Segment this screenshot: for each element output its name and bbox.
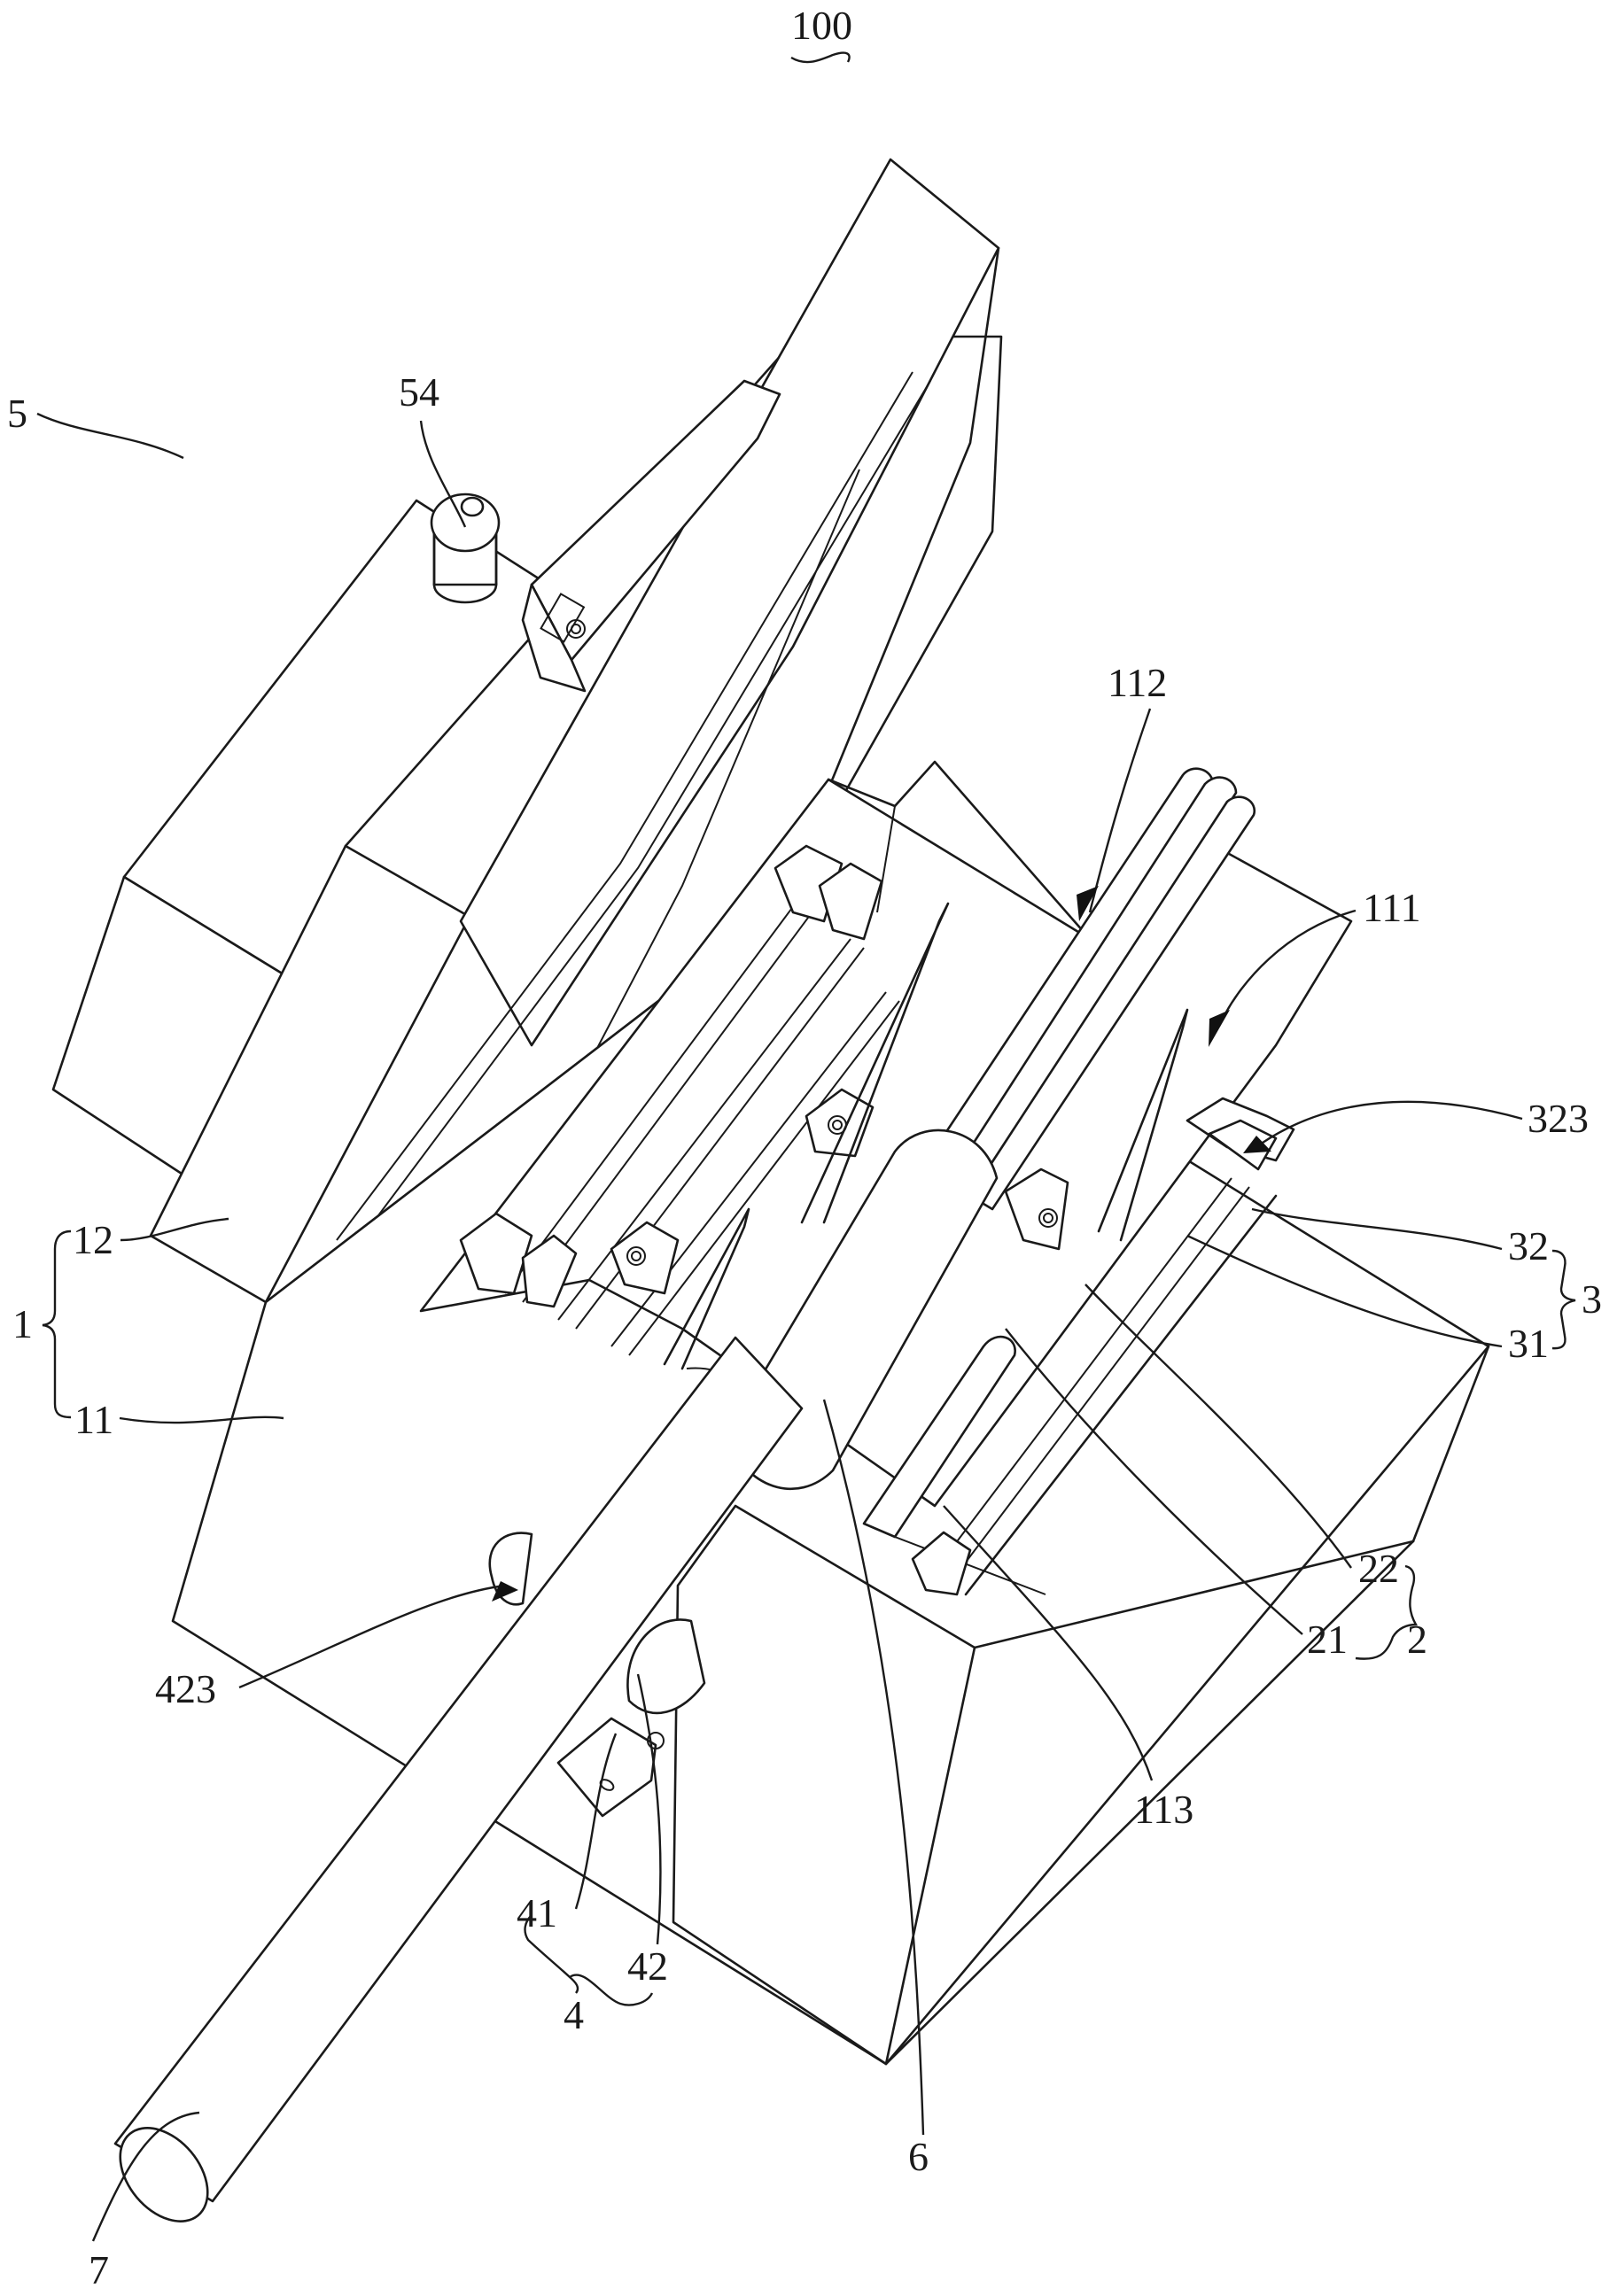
leader-12 — [120, 1217, 229, 1242]
label-32: 32 — [1508, 1223, 1549, 1268]
label-21: 21 — [1307, 1617, 1348, 1662]
brace-group-2 — [1355, 1564, 1419, 1660]
component-5-housing — [51, 499, 578, 1175]
upper-plate — [336, 158, 1000, 1254]
label-54: 54 — [399, 369, 439, 415]
assembly-reference-label: 100 — [791, 3, 852, 48]
rod-113 — [862, 1335, 1046, 1595]
label-5: 5 — [7, 391, 27, 436]
leader-lines — [36, 412, 1523, 2242]
leader-54 — [419, 420, 467, 528]
label-2: 2 — [1407, 1617, 1427, 1662]
label-111: 111 — [1363, 885, 1421, 930]
arrowheads — [492, 886, 1271, 1602]
leader-41 — [574, 1733, 618, 1910]
label-42: 42 — [627, 1943, 668, 1989]
right-rails — [911, 1097, 1295, 1596]
label-113: 113 — [1134, 1787, 1193, 1832]
leader-31 — [1186, 1234, 1503, 1348]
arrow-423-icon — [492, 1581, 518, 1602]
reference-labels: 54 5 12 1 11 112 111 323 32 3 31 22 21 2… — [7, 369, 1602, 2292]
leader-5 — [36, 412, 184, 460]
group-braces — [42, 1229, 1576, 2006]
label-112: 112 — [1108, 660, 1167, 705]
label-12: 12 — [73, 1217, 113, 1262]
label-41: 41 — [517, 1890, 557, 1935]
label-7: 7 — [89, 2247, 109, 2292]
leader-323 — [1262, 1100, 1523, 1144]
arrow-112-icon — [1077, 886, 1099, 921]
mounting-bracket — [521, 379, 781, 693]
label-323: 323 — [1528, 1096, 1589, 1141]
label-423: 423 — [155, 1666, 216, 1711]
leader-21 — [1005, 1328, 1303, 1635]
arrow-111-icon — [1209, 1010, 1230, 1047]
label-31: 31 — [1508, 1321, 1549, 1366]
assembly-reference-underline — [790, 51, 851, 64]
leader-423 — [238, 1584, 506, 1689]
leader-11 — [119, 1416, 284, 1424]
label-4: 4 — [564, 1992, 584, 2037]
brace-group-4 — [524, 1914, 654, 2006]
leader-112 — [1088, 708, 1152, 913]
tube-7 — [113, 1336, 804, 2222]
knob-54 — [430, 493, 501, 604]
label-11: 11 — [74, 1397, 113, 1442]
rods-112 — [920, 767, 1256, 1211]
leader-113 — [943, 1505, 1154, 1781]
arrow-323-icon — [1243, 1136, 1271, 1153]
leader-6 — [822, 1399, 925, 2136]
lower-front-block — [672, 1504, 1415, 2066]
leader-32 — [1251, 1207, 1503, 1251]
brace-group-3 — [1551, 1249, 1576, 1350]
label-3: 3 — [1582, 1276, 1602, 1322]
clamp-42 — [488, 1532, 706, 1818]
leader-111 — [1221, 909, 1357, 1020]
brace-group-1 — [42, 1229, 72, 1419]
label-22: 22 — [1358, 1546, 1399, 1591]
leader-42 — [636, 1673, 662, 1945]
leader-7 — [91, 2111, 200, 2242]
label-6: 6 — [908, 2134, 929, 2179]
label-1: 1 — [12, 1301, 33, 1346]
leader-22 — [1084, 1284, 1352, 1569]
left-guide-rods — [459, 844, 900, 1356]
